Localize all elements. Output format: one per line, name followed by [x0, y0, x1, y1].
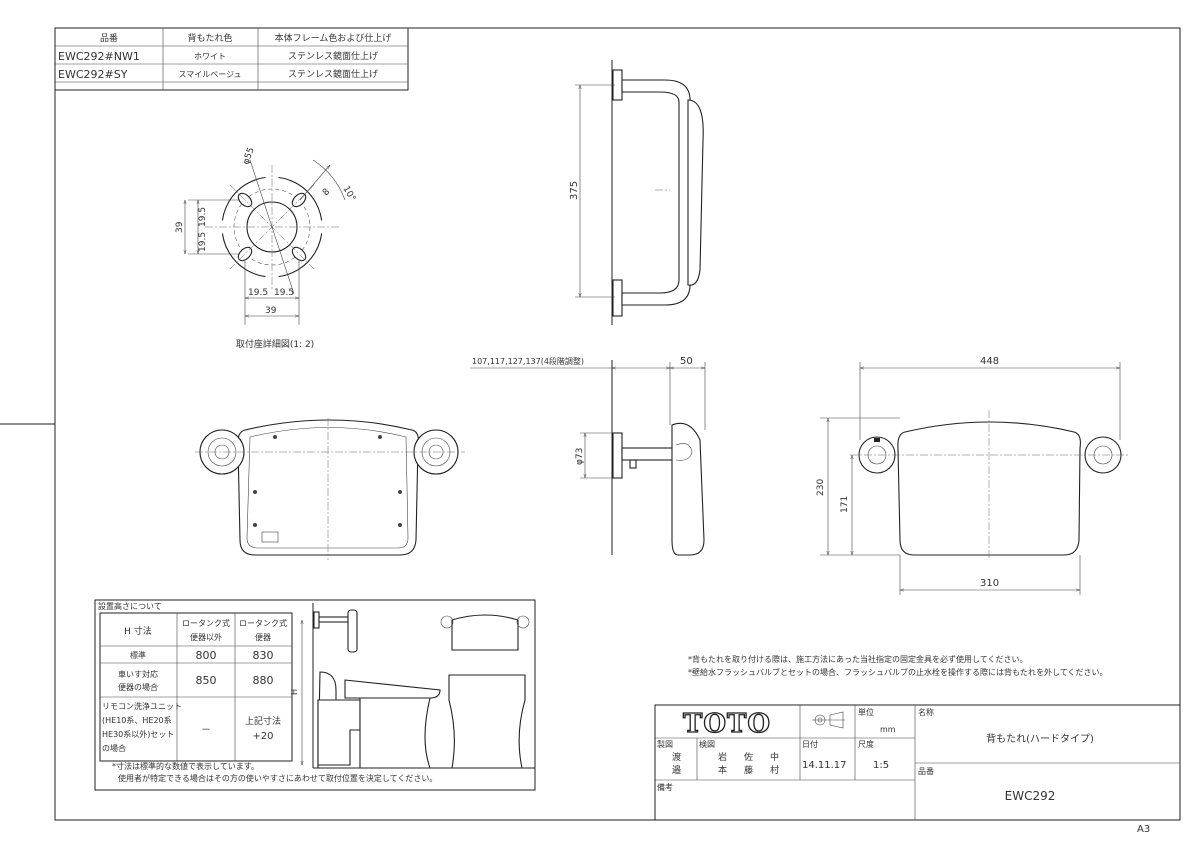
- table-cell: ロータンク式: [182, 618, 230, 628]
- side-view: 107,117,127,137(4段階調整) 50 φ73: [470, 356, 706, 556]
- part-label: 品番: [918, 766, 934, 776]
- table-cell: ロータンク式: [239, 618, 287, 628]
- scale: 1:5: [873, 760, 889, 771]
- table-cell: ホワイト: [194, 52, 226, 61]
- table-cell: スマイルベージュ: [178, 70, 241, 79]
- flange-detail: φ55 10° 8 39 19.5 19.5 19.5 19.5 39 取付座詳…: [175, 146, 357, 350]
- product-name: 背もたれ(ハードタイプ): [986, 732, 1094, 745]
- dim-v-half: 19.5: [198, 232, 208, 252]
- install-title: 設置高さについて: [98, 601, 162, 611]
- table-cell: リモコン洗浄ユニット: [102, 701, 182, 711]
- scale-label: 尺度: [858, 739, 874, 749]
- dim-230: 230: [816, 479, 826, 496]
- dim-375: 375: [569, 181, 580, 200]
- table-cell: 880: [253, 674, 274, 687]
- dim-310: 310: [980, 578, 999, 589]
- checker: 岩: [718, 751, 727, 763]
- date-label: 日付: [802, 739, 818, 749]
- install-height-section: 設置高さについて H 寸法 ロータンク式 便器以外 ロータンク式 便器 標準 8…: [94, 599, 536, 791]
- table-cell: EWC292#NW1: [58, 50, 140, 63]
- drawn-by: 邉: [672, 764, 681, 776]
- table-cell: (HE10系、HE20系: [102, 715, 172, 725]
- table-cell: EWC292#SY: [58, 68, 128, 81]
- col-header: 本体フレーム色および仕上げ: [275, 32, 392, 44]
- table-cell: H 寸法: [124, 625, 152, 637]
- checked-label: 検図: [699, 739, 715, 749]
- flange-caption: 取付座詳細図(1: 2): [236, 338, 314, 350]
- side-view-top: 375: [569, 60, 704, 325]
- toto-logo: TOTO: [683, 709, 771, 739]
- table-cell: 便器の場合: [118, 682, 158, 692]
- sheet-frame: A3: [0, 27, 1181, 835]
- table-cell: HE30系以外)セット: [102, 729, 174, 739]
- note: *背もたれを取り付ける際は、施工方法にあった当社指定の固定金具を必ず使用してくだ…: [688, 654, 1028, 664]
- dim-h-half: 19.5: [248, 288, 268, 298]
- checker: 本: [718, 764, 727, 776]
- col-header: 背もたれ色: [187, 32, 232, 44]
- table-cell: ステンレス鏡面仕上げ: [288, 50, 378, 62]
- checker: 藤: [744, 764, 753, 776]
- table-cell: ステンレス鏡面仕上げ: [288, 68, 378, 80]
- install-note: *寸法は標準的な数値で表示しています。: [112, 761, 259, 771]
- dim-448: 448: [980, 356, 999, 367]
- name-label: 名称: [918, 707, 934, 717]
- unit: mm: [880, 725, 896, 734]
- table-cell: 便器以外: [190, 632, 222, 642]
- table-cell: 800: [196, 649, 217, 662]
- unit-label: 単位: [858, 707, 874, 717]
- checker: 佐: [744, 751, 753, 763]
- projection-symbol-icon: [812, 711, 845, 729]
- dim-phi73: φ73: [575, 448, 585, 465]
- dim-h-total: 39: [265, 306, 277, 316]
- remarks-label: 備考: [657, 782, 673, 792]
- drawn-label: 製図: [657, 739, 673, 749]
- table-cell: 車いす対応: [118, 669, 158, 679]
- note: *壁給水フラッシュバルブとセットの場合、フラッシュバルブの止水栓を操作する際には…: [688, 667, 1108, 677]
- dim-v-half: 19.5: [198, 207, 208, 227]
- h-label: H: [290, 689, 299, 695]
- table-cell: 850: [196, 674, 217, 687]
- dim-171: 171: [840, 496, 850, 513]
- checker: 村: [770, 764, 779, 776]
- table-cell: 830: [253, 649, 274, 662]
- table-cell: －: [201, 725, 211, 736]
- dim-h-half: 19.5: [274, 288, 294, 298]
- table-cell: 標準: [130, 650, 146, 660]
- dim-depth: 107,117,127,137(4段階調整): [472, 356, 584, 366]
- dim-v-total: 39: [175, 221, 185, 233]
- col-header: 品番: [100, 32, 118, 44]
- date: 14.11.17: [802, 760, 847, 771]
- variant-table: 品番 背もたれ色 本体フレーム色および仕上げ EWC292#NW1 ホワイト ス…: [54, 27, 409, 91]
- dim-slot: 8: [321, 187, 332, 198]
- table-cell: 上記寸法: [245, 715, 281, 727]
- drawn-by: 渡: [672, 751, 681, 763]
- checker: 中: [770, 751, 779, 763]
- title-block: TOTO 単位 mm 名称 背もたれ(ハードタイプ) 製図 渡 邉 検図 岩 佐…: [654, 704, 1181, 821]
- front-view-right: 448 310 230 171: [816, 356, 1130, 595]
- table-cell: の場合: [102, 743, 126, 753]
- front-view-left: [195, 418, 465, 560]
- dim-50: 50: [680, 356, 693, 367]
- part-number: EWC292: [1005, 789, 1056, 803]
- dim-phi55: φ55: [241, 146, 256, 166]
- dim-angle: 10°: [340, 185, 357, 204]
- table-cell: 便器: [255, 632, 271, 642]
- notes: *背もたれを取り付ける際は、施工方法にあった当社指定の固定金具を必ず使用してくだ…: [688, 654, 1108, 677]
- sheet-size: A3: [1137, 824, 1150, 835]
- install-note: 使用者が特定できる場合はその方の使いやすさにあわせて取付位置を決定してください。: [118, 773, 437, 783]
- table-cell: +20: [252, 731, 273, 742]
